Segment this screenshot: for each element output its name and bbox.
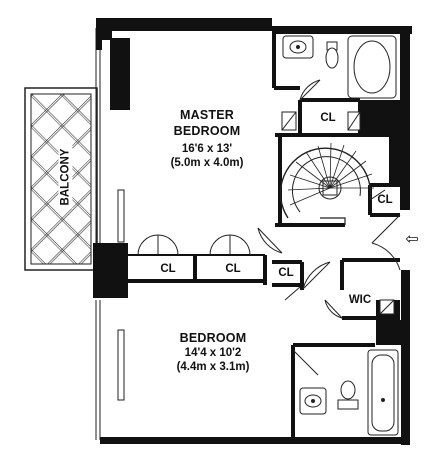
master-bedroom-dims-imperial: 16'6 x 13' [181, 143, 233, 155]
bath-fixtures-lower [299, 349, 399, 436]
exterior-walls [93, 18, 412, 445]
master-bedroom-name-line1: MASTER [180, 108, 234, 122]
closet-label-stair-side: CL [377, 194, 393, 206]
closet-label-middle: CL [225, 263, 241, 275]
closet-label-left: CL [160, 263, 176, 275]
balcony-label: BALCONY [58, 145, 73, 209]
bedroom-dims: 14'4 x 10'2 (4.4m x 3.1m) [146, 346, 280, 375]
door-swings [137, 79, 401, 376]
bedroom-dims-imperial: 14'4 x 10'2 [184, 347, 242, 359]
master-bedroom-dims-metric: (5.0m x 4.0m) [170, 157, 244, 170]
walk-in-closet-label: WIC [348, 294, 372, 306]
closet-shelves [281, 111, 395, 315]
window-left [95, 28, 125, 440]
master-bedroom-name-line2: BEDROOM [173, 123, 241, 138]
bedroom-name: BEDROOM [179, 331, 247, 345]
master-bedroom-dims: 16'6 x 13' (5.0m x 4.0m) [142, 142, 272, 171]
bedroom-dims-metric: (4.4m x 3.1m) [176, 361, 250, 374]
entry-arrow-icon: ⇦ [405, 229, 419, 248]
closet-label-master-bath: CL [320, 112, 336, 124]
balcony [24, 87, 98, 271]
spiral-staircase [279, 142, 374, 225]
closet-label-small: CL [278, 267, 294, 279]
master-bath-fixtures [282, 35, 397, 99]
master-bedroom-name: MASTER BEDROOM [152, 108, 262, 139]
